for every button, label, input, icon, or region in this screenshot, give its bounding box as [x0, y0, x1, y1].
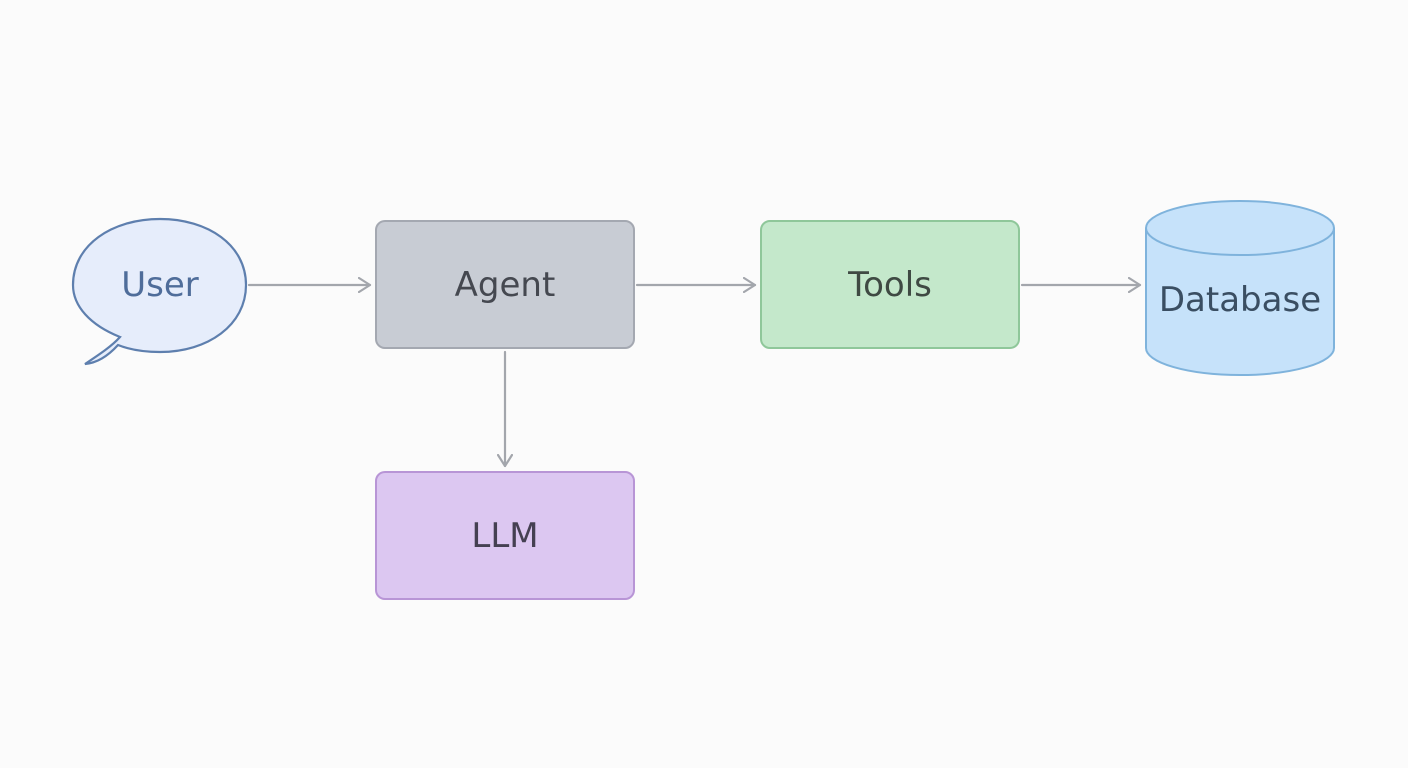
user-label: User	[121, 265, 199, 305]
node-tools: Tools	[760, 220, 1020, 349]
node-agent: Agent	[375, 220, 635, 349]
node-database: Database	[1145, 200, 1335, 376]
database-cylinder-top	[1145, 200, 1335, 256]
database-cylinder-body	[1145, 228, 1335, 376]
edges	[247, 285, 1142, 468]
node-llm: LLM	[375, 471, 635, 600]
database-label: Database	[1159, 280, 1321, 320]
llm-label: LLM	[471, 516, 538, 556]
node-user: User	[71, 217, 248, 366]
agent-label: Agent	[455, 265, 556, 305]
user-speech-bubble-shape	[71, 217, 248, 366]
agent-box-shape	[375, 220, 635, 349]
llm-box-shape	[375, 471, 635, 600]
tools-label: Tools	[847, 265, 932, 305]
tools-box-shape	[760, 220, 1020, 349]
